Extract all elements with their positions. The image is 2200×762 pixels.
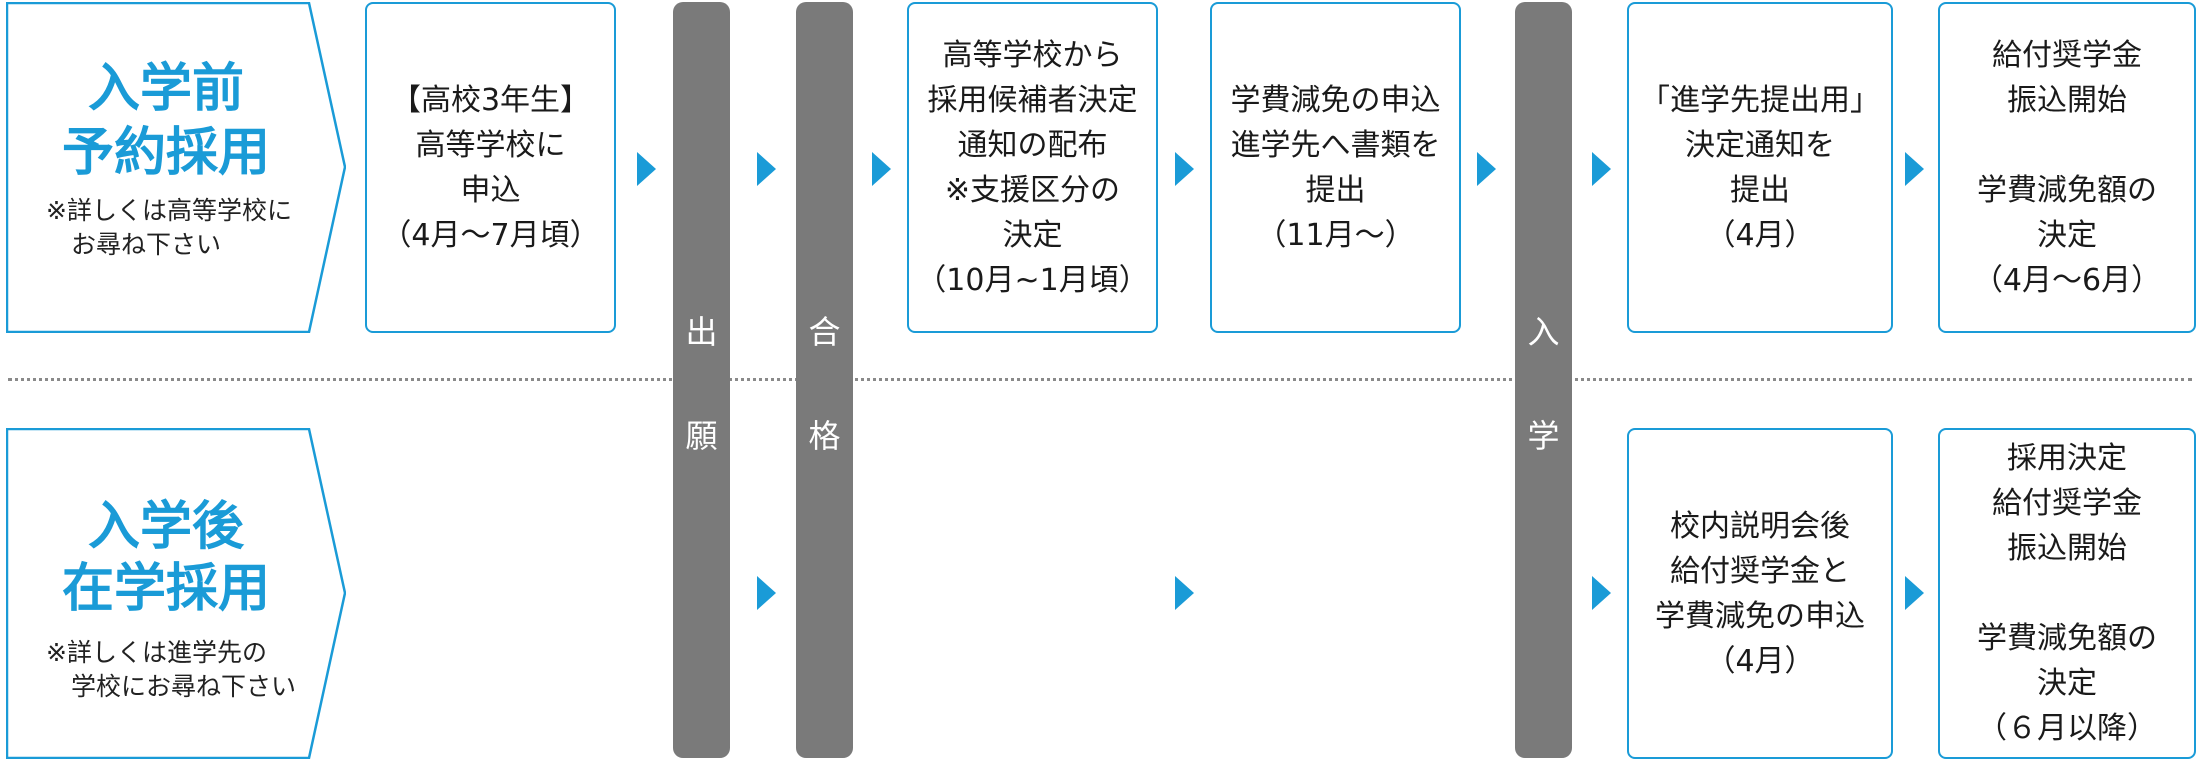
milestone-acceptance-char-1: 合 [808,313,841,351]
arrow-right-icon [872,152,891,186]
row-label-before-note: ※詳しくは高等学校に お尋ね下さい [46,196,292,259]
arrow-right-icon [1592,576,1611,610]
arrow-right-icon [1905,576,1924,610]
arrow-right-icon [757,576,776,610]
milestone-application-char-1: 出 [685,313,718,351]
milestone-acceptance-char-2: 格 [808,417,841,455]
row-label-after-title-1: 入学後 [87,497,244,557]
row-label-before-title-2: 予約採用 [61,123,270,183]
arrow-right-icon [1175,152,1194,186]
milestone-enrollment-char-1: 入 [1527,313,1560,351]
step-after-apply-at-school: 校内説明会後 給付奨学金と 学費減免の申込 （4月） [1627,428,1893,759]
step-before-tuition-reduction-apply: 学費減免の申込 進学先へ書類を 提出 （11月～） [1210,2,1461,333]
milestone-enrollment-char-2: 学 [1527,417,1560,455]
row-label-before-shape [6,2,346,333]
arrow-right-icon [1905,152,1924,186]
milestone-acceptance-bar: 合 格 [796,2,853,758]
step-after-payment-start: 採用決定 給付奨学金 振込開始 学費減免額の 決定 （６月以降） [1938,428,2196,759]
step-before-submit-notice: 「進学先提出用」 決定通知を 提出 （4月） [1627,2,1893,333]
milestone-application-bar: 出 願 [673,2,730,758]
row-label-after-shape [6,428,346,759]
milestone-application-char-2: 願 [685,417,718,455]
arrow-right-icon [637,152,656,186]
row-divider [8,378,2192,381]
row-label-before: 入学前 予約採用 ※詳しくは高等学校に お尋ね下さい [6,2,346,333]
row-label-after-note: ※詳しくは進学先の 学校にお尋ね下さい [46,638,297,701]
milestone-enrollment-bar: 入 学 [1515,2,1572,758]
row-label-after: 入学後 在学採用 ※詳しくは進学先の 学校にお尋ね下さい [6,428,346,759]
arrow-right-icon [1477,152,1496,186]
row-label-after-title-2: 在学採用 [61,559,270,619]
step-before-candidate-notice: 高等学校から 採用候補者決定 通知の配布 ※支援区分の 決定 （10月~1月頃） [907,2,1158,333]
arrow-right-icon [1592,152,1611,186]
step-before-payment-start: 給付奨学金 振込開始 学費減免額の 決定 （4月～6月） [1938,2,2196,333]
arrow-right-icon [1175,576,1194,610]
arrow-right-icon [757,152,776,186]
row-label-before-title-1: 入学前 [87,59,244,119]
step-before-apply-at-highschool: 【高校3年生】 高等学校に 申込 （4月～7月頃） [365,2,616,333]
